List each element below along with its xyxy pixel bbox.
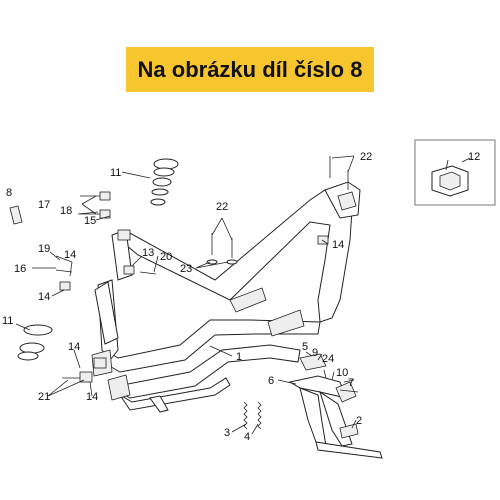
label-8: 8 (6, 187, 12, 199)
label-14-d: 14 (68, 341, 80, 353)
label-10: 10 (336, 367, 348, 379)
steering-bearing-stack (17, 158, 179, 361)
label-9: 9 (312, 347, 318, 359)
label-23: 23 (180, 263, 192, 275)
main-frame (91, 181, 361, 413)
label-22-upper: 22 (360, 151, 372, 163)
label-6: 6 (268, 375, 274, 387)
label-12: 12 (468, 151, 480, 163)
label-1: 1 (236, 351, 242, 363)
label-14-e: 14 (86, 391, 98, 403)
label-3: 3 (224, 427, 230, 439)
label-14-c: 14 (332, 239, 344, 251)
label-5: 5 (302, 341, 308, 353)
part-number-banner: Na obrázku díl číslo 8 (126, 47, 374, 92)
label-17: 17 (38, 199, 50, 211)
leader-lines (15, 155, 449, 435)
label-19: 19 (38, 243, 50, 255)
label-15: 15 (84, 215, 96, 227)
label-24: 24 (322, 353, 334, 365)
label-13: 13 (142, 247, 154, 259)
label-7: 7 (348, 377, 354, 389)
part-labels: 11 11 12 22 22 23 1 8 17 18 15 19 16 14 … (2, 151, 480, 443)
label-4: 4 (244, 431, 250, 443)
label-14-b: 14 (38, 291, 50, 303)
fasteners (9, 156, 349, 383)
label-20: 20 (160, 251, 172, 263)
label-21: 21 (38, 391, 50, 403)
label-16: 16 (14, 263, 26, 275)
center-stand-assembly (243, 353, 383, 459)
label-11-upper: 11 (110, 167, 121, 179)
banner-text: Na obrázku díl číslo 8 (137, 56, 363, 82)
label-18: 18 (60, 205, 72, 217)
label-22-mid: 22 (216, 201, 228, 213)
part-12-inset (414, 139, 496, 206)
label-11-lower: 11 (2, 315, 13, 327)
label-14-a: 14 (64, 249, 76, 261)
label-2: 2 (356, 415, 362, 427)
